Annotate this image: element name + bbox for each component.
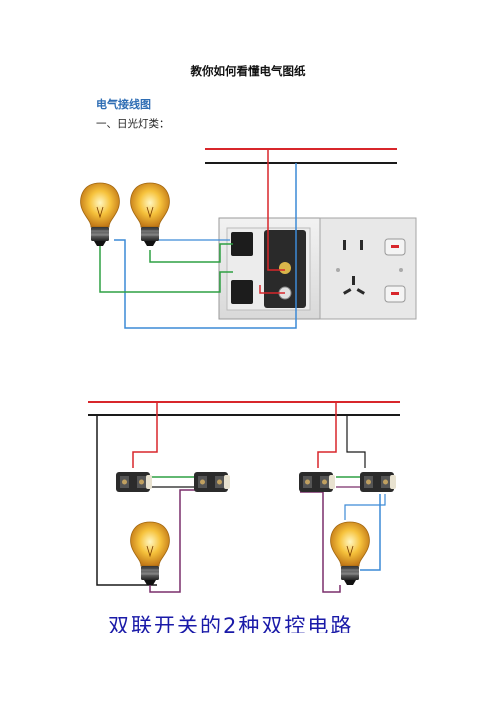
- two-way-switch-icon: [299, 472, 335, 492]
- diagram-fluorescent-wiring: [80, 148, 417, 329]
- light-bulb-icon: [130, 521, 170, 586]
- two-way-switch-icon: [360, 472, 396, 492]
- light-bulb-icon: [130, 182, 170, 247]
- diagram-caption: 双联开关的2种双控电路: [108, 614, 354, 633]
- light-bulb-icon: [80, 182, 120, 247]
- wall-switch-socket-panel: [218, 217, 417, 320]
- subsection-label: 一、日光灯类：: [96, 118, 170, 130]
- light-bulb-icon: [330, 521, 370, 586]
- document-title: 教你如何看懂电气图纸: [190, 64, 306, 78]
- two-way-switch-icon: [116, 472, 152, 492]
- two-way-switch-icon: [194, 472, 230, 492]
- diagram-two-way-switch-circuits: [88, 401, 400, 593]
- socket-outlet-icon: [343, 240, 365, 295]
- section-heading: 电气接线图: [96, 98, 151, 111]
- switch-terminal-bottom: [231, 280, 253, 304]
- switch-terminal-top: [231, 232, 253, 256]
